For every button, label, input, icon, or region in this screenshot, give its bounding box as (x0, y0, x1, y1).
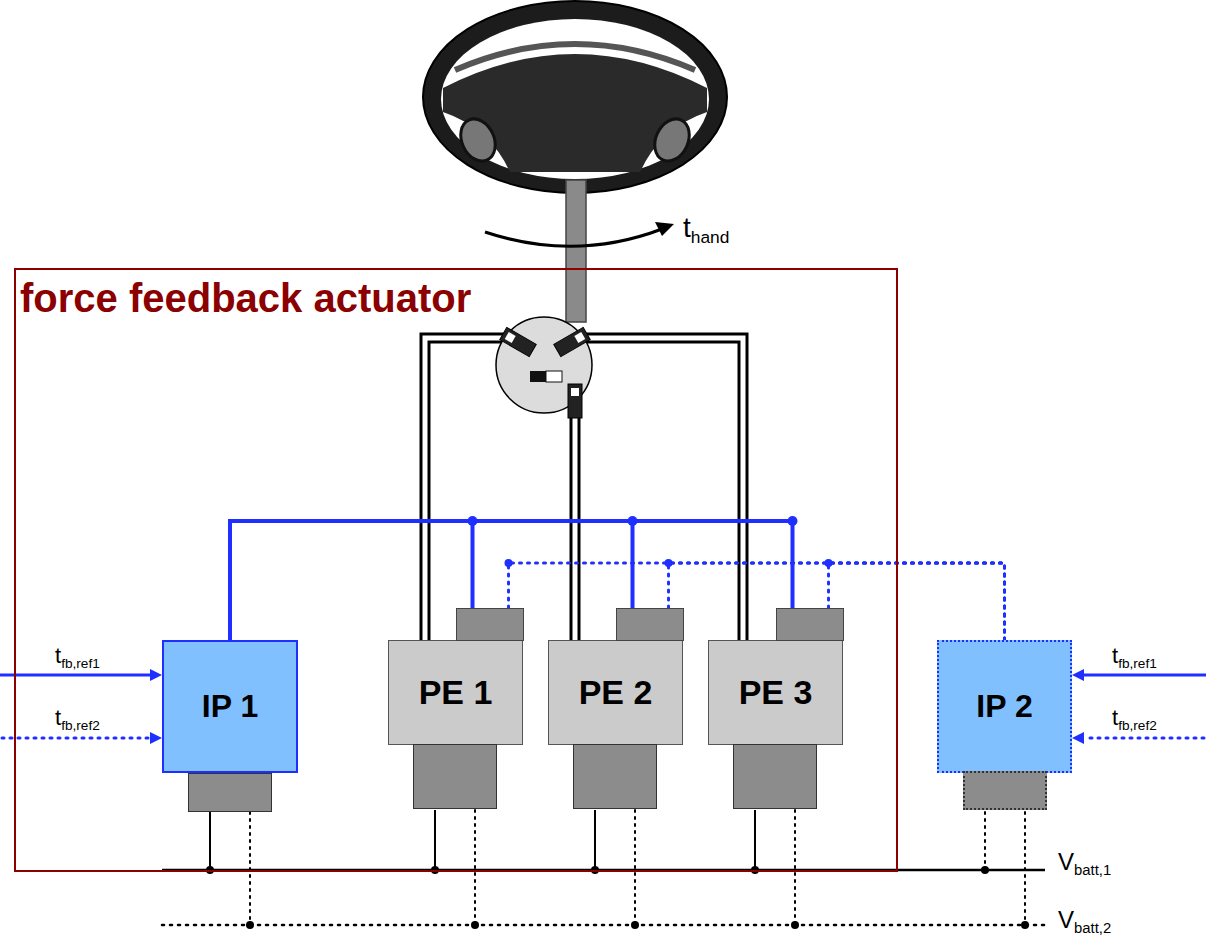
backup-signal-bus (669, 563, 1005, 640)
box-label: PE 1 (419, 673, 493, 712)
signal-label: tfb,ref1 (55, 643, 100, 671)
symbol: t (1112, 643, 1118, 668)
symbol: t (55, 643, 61, 668)
symbol: V (1058, 848, 1074, 875)
wheel-highlight (455, 44, 695, 70)
torque-label: thand (683, 212, 729, 248)
connector-block (616, 608, 684, 641)
junction-dot (468, 516, 478, 526)
wheel-hub (443, 54, 707, 172)
motor (496, 317, 592, 418)
torque-arrow (485, 229, 662, 246)
steering-wheel (423, 1, 727, 193)
subscript: batt,1 (1074, 862, 1111, 878)
box-label: PE 2 (579, 673, 653, 712)
connector-block (776, 608, 844, 641)
subscript: fb,ref2 (1118, 718, 1157, 733)
power-electronics-box: PE 2 (548, 640, 683, 745)
power-electronics-box: PE 1 (388, 640, 523, 745)
box-label: PE 3 (739, 673, 813, 712)
symbol: t (683, 212, 691, 243)
symbol: t (1112, 705, 1118, 730)
signal-label: tfb,ref1 (1112, 643, 1157, 671)
signal-bus (230, 521, 633, 640)
steering-column (566, 180, 586, 322)
backup-signal-bus (829, 563, 1005, 640)
signal-label: tfb,ref2 (55, 705, 100, 733)
wheel-opening (454, 113, 502, 166)
supply-label: Vbatt,2 (1058, 906, 1111, 936)
supply-line (162, 810, 1045, 929)
supply-block (963, 771, 1047, 810)
junction-dot (665, 559, 673, 567)
subscript: batt,2 (1074, 920, 1111, 936)
box-label: IP 1 (202, 688, 258, 725)
interface-processor-box: IP 1 (162, 640, 298, 773)
subscript: fb,ref1 (61, 656, 100, 671)
connector-block (456, 608, 524, 641)
junction-dot (788, 516, 798, 526)
supply-label: Vbatt,1 (1058, 848, 1111, 878)
subscript: hand (691, 227, 730, 247)
power-electronics-box: PE 3 (708, 640, 843, 745)
supply-block (733, 744, 817, 809)
subscript: fb,ref1 (1118, 656, 1157, 671)
arrow-head (655, 222, 674, 236)
wheel-inner (441, 19, 709, 179)
wheel-rim (423, 1, 727, 193)
symbol: V (1058, 906, 1074, 933)
junction-dot (825, 559, 833, 567)
supply-block (188, 773, 272, 812)
wheel-opening (648, 113, 696, 166)
subscript: fb,ref2 (61, 718, 100, 733)
signal-bus (230, 521, 473, 640)
signal-bus (230, 521, 793, 640)
housing-title: force feedback actuator (20, 276, 471, 321)
actuator-housing: force feedback actuator IP 1 PE 1 PE 2 PE 3 (14, 268, 898, 872)
box-label: IP 2 (976, 688, 1032, 725)
junction-dot (505, 559, 513, 567)
supply-block (413, 744, 497, 809)
junction-dot (628, 516, 638, 526)
symbol: t (55, 705, 61, 730)
interface-processor-box: IP 2 (937, 640, 1072, 773)
supply-block (573, 744, 657, 809)
backup-signal-bus (509, 563, 1005, 640)
signal-label: tfb,ref2 (1112, 705, 1157, 733)
